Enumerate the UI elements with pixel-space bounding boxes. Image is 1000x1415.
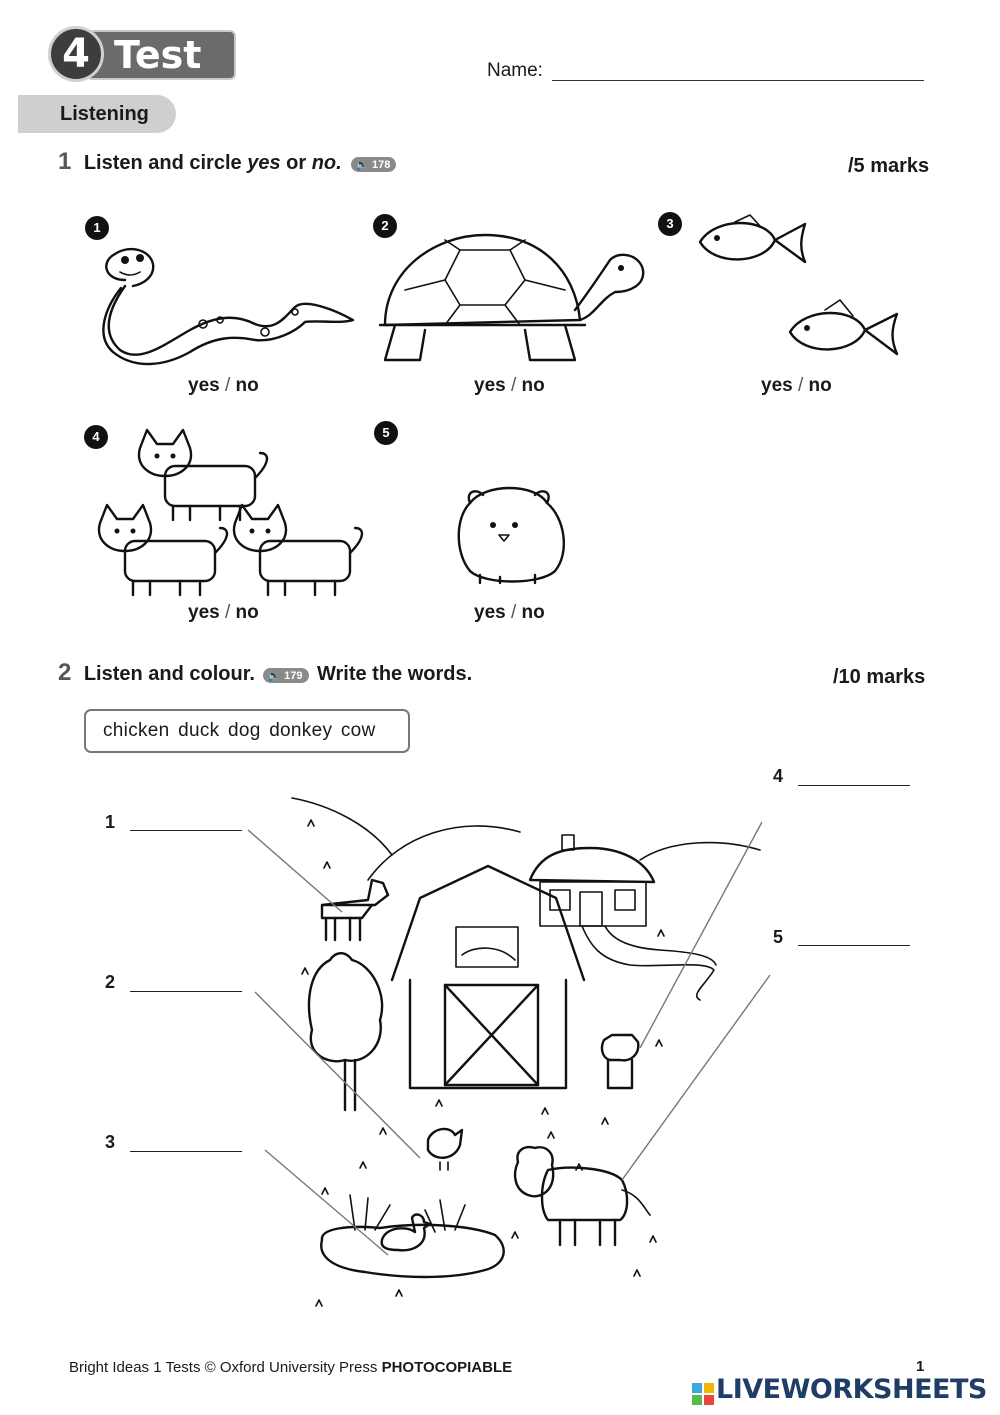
yes-no-choice-3[interactable]: yes / no <box>761 375 832 397</box>
blank-number-5: 5 <box>773 927 784 947</box>
name-field[interactable] <box>552 80 924 81</box>
answer-no[interactable]: no <box>521 602 545 623</box>
question-1-heading: 1 Listen and circle yes or no. 🔈 178 <box>58 148 397 176</box>
section-tab-listening: Listening <box>18 95 176 133</box>
blank-number-3: 3 <box>105 1132 116 1152</box>
answer-no[interactable]: no <box>808 375 832 396</box>
answer-yes[interactable]: yes <box>761 375 793 396</box>
word-bank: chicken duck dog donkey cow <box>84 709 410 753</box>
answer-separator: / <box>505 375 522 396</box>
answer-separator: / <box>792 375 809 396</box>
name-label: Name: <box>487 60 543 81</box>
item-number-5: 5 <box>374 421 398 445</box>
cats-icon <box>97 428 364 597</box>
test-title: Test <box>86 30 236 80</box>
question-2-instruction: Listen and colour. <box>83 663 255 685</box>
answer-no[interactable]: no <box>235 602 259 623</box>
question-number: 2 <box>58 659 72 686</box>
answer-separator: / <box>219 375 236 396</box>
question-1-instruction: Listen and circle yes or no. <box>84 152 347 174</box>
blank-number-1: 1 <box>105 812 116 832</box>
footer-credit: Bright Ideas 1 Tests © Oxford University… <box>69 1359 512 1376</box>
audio-track-badge[interactable]: 🔈 179 <box>263 668 309 684</box>
answer-blank-3[interactable] <box>130 1151 242 1152</box>
item-number-4: 4 <box>84 425 108 449</box>
yes-no-choice-5[interactable]: yes / no <box>474 602 545 624</box>
instruction-yes: yes <box>247 152 281 174</box>
footer-photocopiable: PHOTOCOPIABLE <box>381 1359 513 1376</box>
liveworksheets-blocks-icon <box>692 1382 714 1405</box>
question-1-marks: /5 marks <box>848 155 930 177</box>
hamster-icon <box>457 486 566 585</box>
answer-yes[interactable]: yes <box>188 602 220 623</box>
yes-no-choice-1[interactable]: yes / no <box>188 375 259 397</box>
blank-number-2: 2 <box>105 972 116 992</box>
answer-blank-1[interactable] <box>130 830 242 831</box>
answer-yes[interactable]: yes <box>474 602 506 623</box>
question-number: 1 <box>58 148 72 175</box>
tortoise-icon <box>378 233 645 362</box>
liveworksheets-logo[interactable]: LIVEWORKSHEETS <box>692 1374 987 1408</box>
fish-icon <box>698 214 899 356</box>
item-number-2: 2 <box>373 214 397 238</box>
audio-track-number: 178 <box>372 159 391 172</box>
instruction-text: Listen and circle <box>83 152 248 174</box>
answer-blank-5[interactable] <box>798 945 910 946</box>
unit-number-badge: 4 <box>48 26 104 82</box>
item-number-1: 1 <box>85 216 109 240</box>
footer-credit-text: Bright Ideas 1 Tests © Oxford University… <box>69 1359 382 1376</box>
yes-no-choice-2[interactable]: yes / no <box>474 375 545 397</box>
liveworksheets-brand: LIVEWORKSHEETS <box>716 1374 987 1405</box>
answer-separator: / <box>505 602 522 623</box>
snake-icon <box>102 247 355 366</box>
answer-yes[interactable]: yes <box>474 375 506 396</box>
blank-number-4: 4 <box>773 766 784 786</box>
instruction-or: or <box>280 152 312 174</box>
question-2-instruction-2: Write the words. <box>316 663 473 685</box>
audio-track-number: 179 <box>284 670 303 683</box>
audio-track-badge[interactable]: 🔈 178 <box>351 157 397 173</box>
yes-no-choice-4[interactable]: yes / no <box>188 602 259 624</box>
answer-separator: / <box>219 602 236 623</box>
item-number-3: 3 <box>658 212 682 236</box>
question-2-marks: /10 marks <box>833 666 926 688</box>
page-number: 1 <box>916 1358 925 1375</box>
answer-no[interactable]: no <box>235 375 259 396</box>
instruction-no: no. <box>311 152 342 174</box>
unit-test-logo: Test 4 <box>48 26 236 84</box>
question-2-heading: 2 Listen and colour. 🔈 179 Write the wor… <box>58 659 472 687</box>
answer-blank-4[interactable] <box>798 785 910 786</box>
answer-yes[interactable]: yes <box>188 375 220 396</box>
answer-blank-2[interactable] <box>130 991 242 992</box>
answer-no[interactable]: no <box>521 375 545 396</box>
